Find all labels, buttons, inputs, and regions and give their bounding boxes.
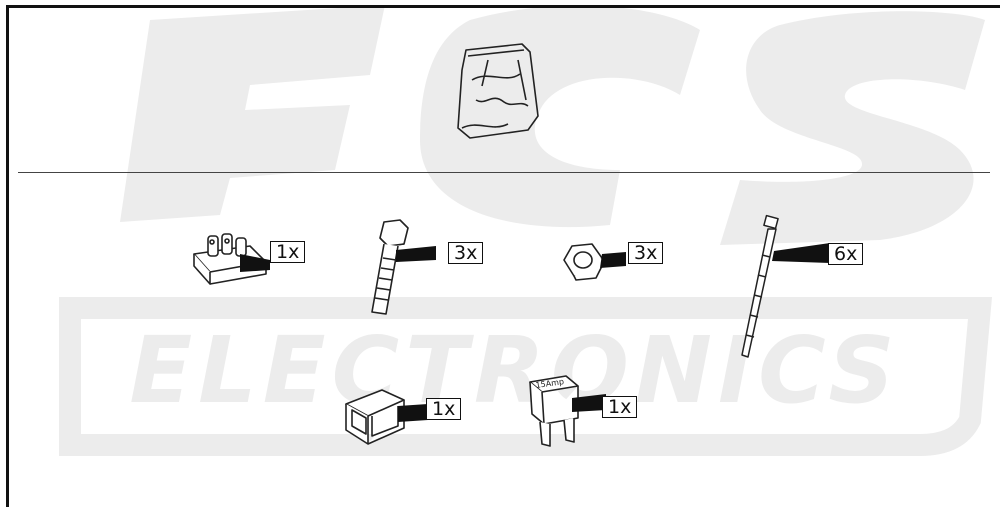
hex-nut-qty-label: 3x bbox=[628, 242, 664, 264]
blade-fuse-part: 15Amp 1x bbox=[526, 374, 646, 449]
plastic-bag-icon bbox=[457, 43, 539, 139]
ecs-logo-watermark bbox=[59, 5, 993, 456]
hex-nut-icon bbox=[563, 243, 626, 281]
fuse-rating-label: 15Amp bbox=[535, 377, 565, 390]
bolt-part: 3x bbox=[366, 218, 496, 318]
fuse-holder-part: 1x bbox=[342, 380, 472, 450]
plastic-bag-part bbox=[448, 40, 548, 140]
page-frame bbox=[6, 5, 1000, 507]
blade-fuse-icon: 15Amp bbox=[529, 375, 606, 447]
connector-clip-icon bbox=[193, 233, 270, 285]
fuse-holder-icon bbox=[345, 389, 428, 445]
bolt-qty-label: 3x bbox=[448, 242, 484, 264]
cable-tie-qty-label: 6x bbox=[828, 243, 864, 265]
connector-clip-qty-label: 1x bbox=[270, 241, 306, 263]
cable-tie-icon bbox=[741, 214, 830, 358]
blade-fuse-qty-label: 1x bbox=[602, 396, 638, 418]
cable-tie-part: 6x bbox=[740, 214, 880, 360]
section-divider bbox=[18, 172, 990, 173]
connector-clip-part: 1x bbox=[190, 232, 320, 292]
hex-nut-part: 3x bbox=[556, 240, 696, 281]
electronics-watermark-text: ELECTRONICS bbox=[129, 317, 900, 424]
bolt-icon bbox=[371, 219, 436, 315]
fuse-holder-qty-label: 1x bbox=[426, 398, 462, 420]
